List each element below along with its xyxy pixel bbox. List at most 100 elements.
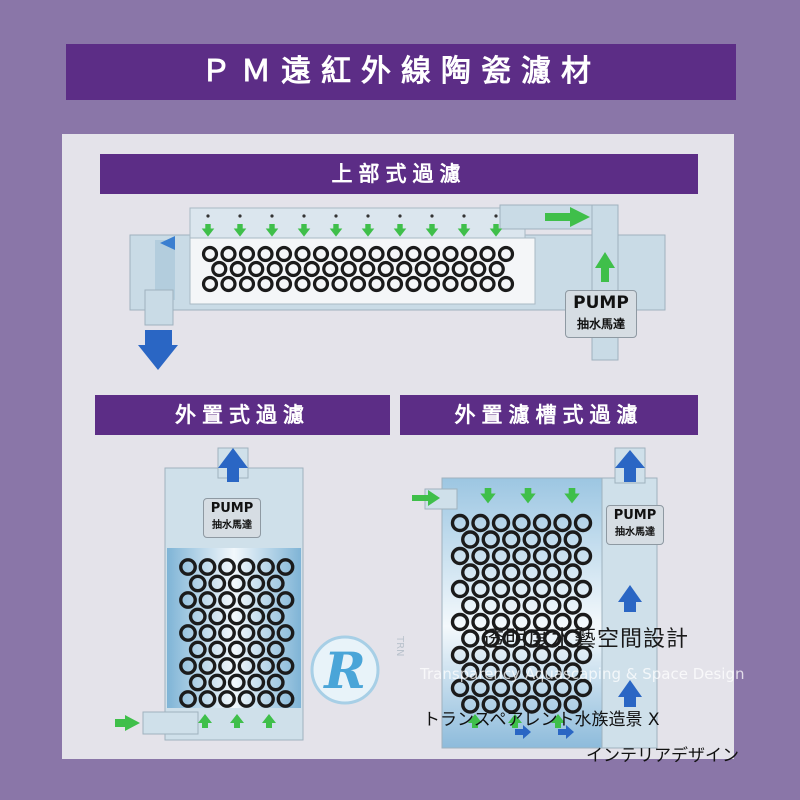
ceramic-ring-icon	[257, 624, 275, 642]
ceramic-ring-icon	[227, 574, 246, 593]
ceramic-ring-icon	[208, 640, 227, 659]
ceramic-ring-icon	[257, 690, 275, 708]
pump-sublabel: 抽水馬達	[576, 317, 625, 331]
ceramic-ring-icon	[414, 260, 431, 278]
ceramic-ring-icon	[491, 612, 511, 632]
ceramic-ring-icon	[553, 579, 572, 599]
ceramic-ring-icon	[198, 558, 217, 576]
pump-sublabel: 抽水馬達	[212, 520, 252, 531]
watermark-japanese-line2: インテリアデザイン	[586, 746, 739, 766]
ceramic-ring-icon	[502, 563, 521, 582]
ceramic-ring-icon	[208, 574, 227, 593]
ceramic-ring-icon	[450, 579, 470, 599]
watermark-english: Transparency Aquascaping & Space Design	[420, 665, 745, 683]
external-filter-inflow-arrow-icon	[115, 715, 140, 731]
up-arrow-icon	[198, 714, 212, 728]
ceramic-ring-icon	[188, 607, 207, 626]
ceramic-ring-icon	[386, 245, 404, 263]
ceramic-ring-icon	[470, 260, 487, 278]
pump-label: PUMP	[210, 501, 254, 516]
ceramic-ring-icon	[257, 591, 275, 609]
ceramic-ring-icon	[294, 245, 311, 263]
ceramic-ring-icon	[532, 612, 552, 632]
ceramic-ring-icon	[451, 260, 468, 278]
ceramic-ring-icon	[512, 612, 531, 632]
ceramic-ring-icon	[450, 612, 470, 632]
ceramic-ring-icon	[179, 657, 197, 675]
ceramic-ring-icon	[349, 245, 367, 263]
drip-hole	[270, 214, 274, 218]
pump-sump-filter: PUMP 抽水馬達	[606, 505, 664, 545]
ceramic-ring-icon	[573, 678, 593, 698]
ceramic-ring-icon	[359, 260, 376, 278]
ceramic-ring-icon	[368, 245, 385, 263]
ceramic-ring-icon	[266, 607, 285, 626]
ceramic-ring-icon	[512, 513, 531, 533]
ceramic-ring-icon	[471, 513, 490, 533]
ceramic-ring-icon	[479, 275, 496, 293]
ceramic-ring-icon	[331, 275, 348, 293]
sump-filter-outflow-arrow-icon	[615, 450, 645, 482]
ceramic-ring-icon	[276, 690, 295, 708]
ceramic-ring-icon	[471, 579, 490, 599]
ceramic-ring-icon	[481, 695, 500, 714]
right-arrow-icon	[558, 725, 574, 739]
ceramic-ring-icon	[491, 678, 511, 698]
ceramic-ring-icon	[237, 558, 256, 576]
ceramic-ring-icon	[218, 690, 236, 708]
ceramic-ring-icon	[460, 275, 478, 293]
ceramic-ring-icon	[229, 260, 246, 278]
ceramic-ring-icon	[188, 640, 207, 659]
external-filter-diagram	[115, 447, 304, 741]
top-filter-pump-arrow-icon	[595, 252, 615, 282]
ceramic-ring-icon	[532, 513, 552, 533]
ceramic-ring-icon	[502, 629, 521, 648]
ceramic-ring-icon	[218, 558, 236, 576]
section-title-top-filter: 上部式過濾	[100, 154, 698, 194]
ceramic-ring-icon	[563, 695, 582, 714]
ceramic-ring-icon	[471, 546, 490, 566]
top-filter-flow-arrows	[201, 224, 503, 237]
ceramic-ring-icon	[179, 624, 197, 642]
up-arrow-icon	[551, 714, 565, 728]
main-title: ＰＭ遠紅外線陶瓷濾材	[66, 44, 736, 100]
ceramic-ring-icon	[512, 678, 531, 698]
up-arrow-icon	[230, 714, 244, 728]
ceramic-ring-icon	[247, 673, 266, 692]
section-title-external-filter: 外置式過濾	[95, 395, 390, 435]
ceramic-ring-icon	[497, 245, 515, 263]
ceramic-ring-icon	[502, 530, 521, 549]
ceramic-ring-icon	[543, 596, 562, 615]
ceramic-ring-icon	[553, 546, 572, 566]
ceramic-ring-icon	[512, 579, 531, 599]
ceramic-ring-icon	[248, 260, 265, 278]
ceramic-ring-icon	[237, 690, 256, 708]
ceramic-ring-icon	[201, 245, 219, 263]
drip-hole	[462, 214, 466, 218]
ceramic-ring-icon	[276, 558, 295, 576]
ceramic-ring-icon	[563, 530, 582, 549]
ceramic-ring-icon	[179, 591, 197, 609]
ceramic-ring-icon	[573, 513, 593, 533]
top-filter-drain-pipe	[144, 289, 174, 326]
ceramic-ring-icon	[471, 645, 490, 665]
ceramic-ring-icon	[461, 596, 480, 615]
ceramic-ring-icon	[553, 645, 572, 665]
ceramic-ring-icon	[227, 607, 246, 626]
down-arrow-icon	[297, 224, 311, 237]
down-arrow-icon	[564, 488, 580, 504]
ceramic-ring-icon	[460, 245, 478, 263]
ceramic-ring-icon	[481, 662, 500, 681]
ceramic-ring-icon	[512, 645, 531, 665]
ceramic-ring-icon	[543, 629, 562, 648]
ceramic-ring-icon	[312, 245, 330, 263]
ceramic-ring-icon	[266, 260, 283, 278]
ceramic-ring-icon	[433, 260, 450, 278]
sump-filter-inflow-arrow-icon	[412, 490, 440, 506]
ceramic-ring-icon	[405, 275, 422, 293]
ceramic-ring-icon	[179, 558, 197, 576]
ceramic-ring-icon	[512, 546, 531, 566]
pump-sublabel: 抽水馬達	[615, 527, 655, 538]
ceramic-ring-icon	[257, 275, 274, 293]
